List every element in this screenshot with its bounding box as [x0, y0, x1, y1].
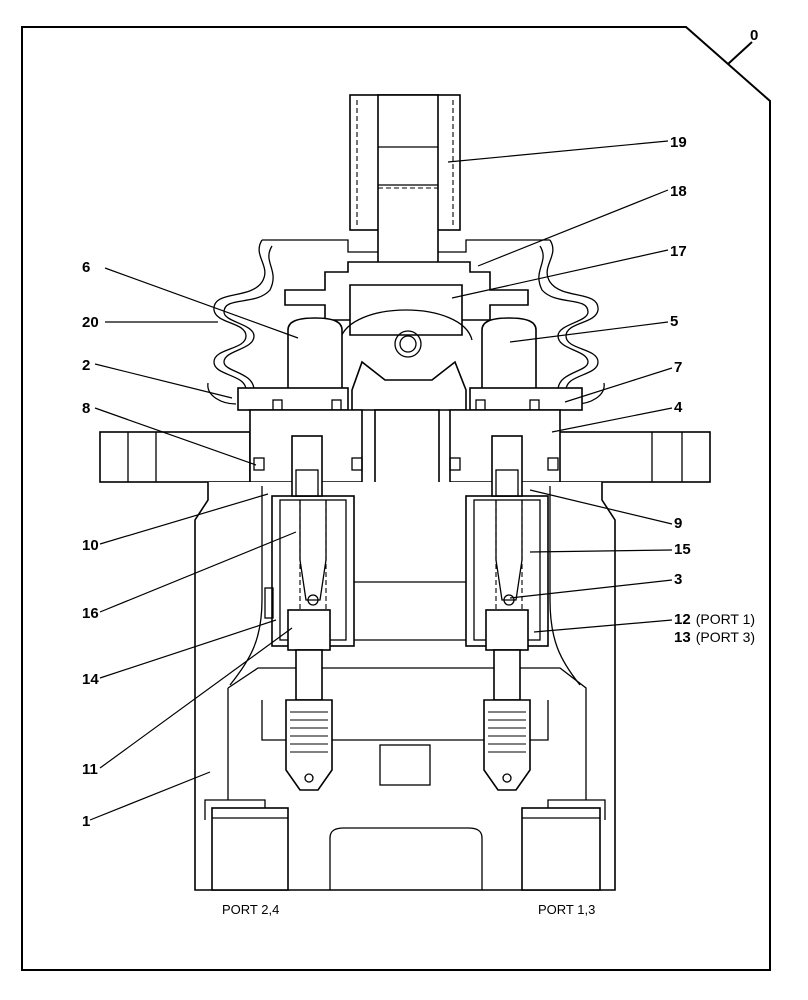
- callout-2: 2: [82, 357, 90, 374]
- callout-12-number: 12: [674, 611, 691, 628]
- callout-0: 0: [750, 27, 758, 44]
- callout-19: 19: [670, 134, 687, 151]
- callout-16: 16: [82, 605, 99, 622]
- callout-10: 10: [82, 537, 99, 554]
- port-label-right: PORT 1,3: [538, 902, 595, 917]
- callout-1: 1: [82, 813, 90, 830]
- rubber-boot: [207, 239, 605, 410]
- callout-11: 11: [82, 761, 98, 778]
- callout-12: 12 (PORT 1): [674, 611, 755, 628]
- callout-13: 13 (PORT 3): [674, 629, 755, 646]
- callout-3: 3: [674, 571, 682, 588]
- port-label-left: PORT 2,4: [222, 902, 279, 917]
- callout-13-number: 13: [674, 629, 691, 646]
- spool-assembly-right: [465, 435, 549, 791]
- callout-5: 5: [670, 313, 678, 330]
- leader-lines: [89, 140, 673, 821]
- casing-top: [237, 387, 583, 413]
- callout-4: 4: [674, 399, 683, 416]
- callout-15: 15: [674, 541, 691, 558]
- port-fitting-right: [521, 807, 601, 891]
- callout-17: 17: [670, 243, 687, 260]
- callout-13-port: (PORT 3): [696, 629, 755, 645]
- joint-plate: [284, 261, 529, 411]
- diagram-frame: [21, 26, 771, 971]
- spool-assembly-left: [264, 435, 355, 791]
- callout-20: 20: [82, 314, 99, 331]
- callout-7: 7: [674, 359, 682, 376]
- callout-6: 6: [82, 259, 90, 276]
- callout-18: 18: [670, 183, 687, 200]
- callout-8: 8: [82, 400, 90, 417]
- callout-12-port: (PORT 1): [696, 611, 755, 627]
- handle-shaft: [349, 94, 461, 266]
- callout-9: 9: [674, 515, 682, 532]
- leader-0: [727, 41, 753, 65]
- callout-14: 14: [82, 671, 99, 688]
- port-fitting-left: [211, 807, 289, 891]
